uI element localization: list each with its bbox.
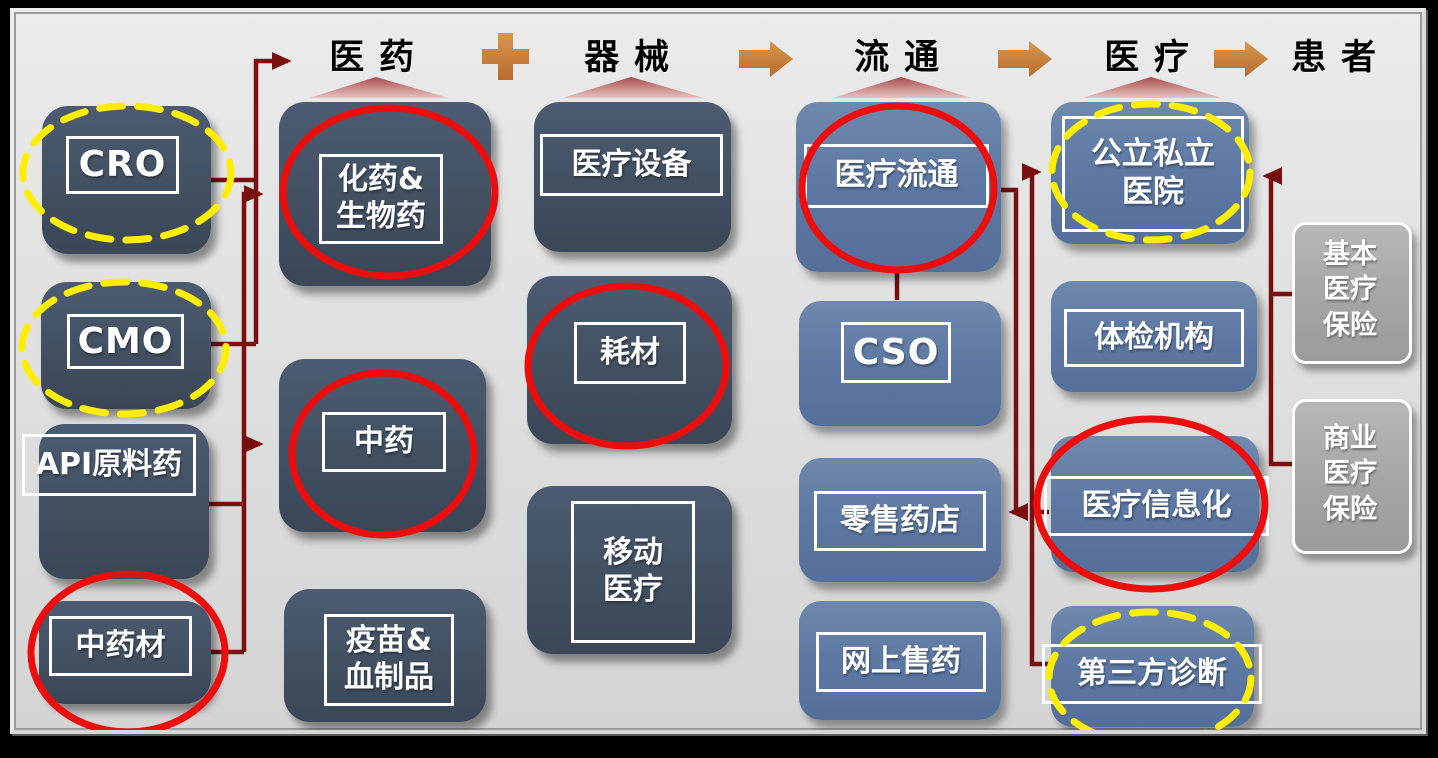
node-shebei [534,102,731,252]
node-api-label: API原料药 [22,434,196,496]
node-layer: CRO CMO API原料药 中药材 化药& 生物药 中药 疫苗& 血制品 医疗… [14,12,1422,730]
stage-patient: 患者 [1291,38,1391,78]
node-liutong-label: 医疗流通 [804,144,989,208]
slide-background: 医药 器械 流通 医疗 患者 CRO CMO API原料药 中药材 化药& 生物… [10,8,1426,734]
node-wangshang [799,601,1001,720]
node-cmo-label: CMO [67,314,184,369]
node-tijian [1051,281,1257,392]
node-yidong [527,486,732,654]
node-api [39,424,209,579]
stage-device: 器械 [584,38,684,78]
node-tijian-label: 体检机构 [1064,309,1244,367]
node-zhongyao-label: 中药 [322,412,446,472]
node-jiben-label: 基本 医疗 保险 [1323,238,1377,341]
node-cso-label: CSO [841,322,951,383]
node-haocai-label: 耗材 [574,322,686,384]
node-yidong-label: 移动 医疗 [571,501,695,643]
node-shangye [1292,399,1412,554]
node-lingshou [799,458,1001,582]
node-cro-label: CRO [66,136,179,194]
node-yimiao-label: 疫苗& 血制品 [324,614,454,706]
node-shebei-label: 医疗设备 [540,134,723,196]
stage-care: 医疗 [1104,38,1204,78]
header-row: 医药 器械 流通 医疗 患者 [14,12,1422,730]
node-shangye-label: 商业 医疗 保险 [1323,422,1377,525]
node-lingshou-label: 零售药店 [814,491,986,551]
node-gongli-label: 公立私立 医院 [1062,116,1244,232]
stage-distribution: 流通 [854,38,954,78]
node-zhongyaocai-label: 中药材 [49,616,192,676]
node-wangshang-label: 网上售药 [816,632,986,692]
node-xinxihua-label: 医疗信息化 [1044,476,1269,536]
node-cso [799,301,1001,426]
stage-pharma: 医药 [329,38,429,78]
node-jiben [1292,222,1412,364]
node-disanfang-label: 第三方诊断 [1042,644,1262,704]
node-huayao-label: 化药& 生物药 [319,154,443,244]
